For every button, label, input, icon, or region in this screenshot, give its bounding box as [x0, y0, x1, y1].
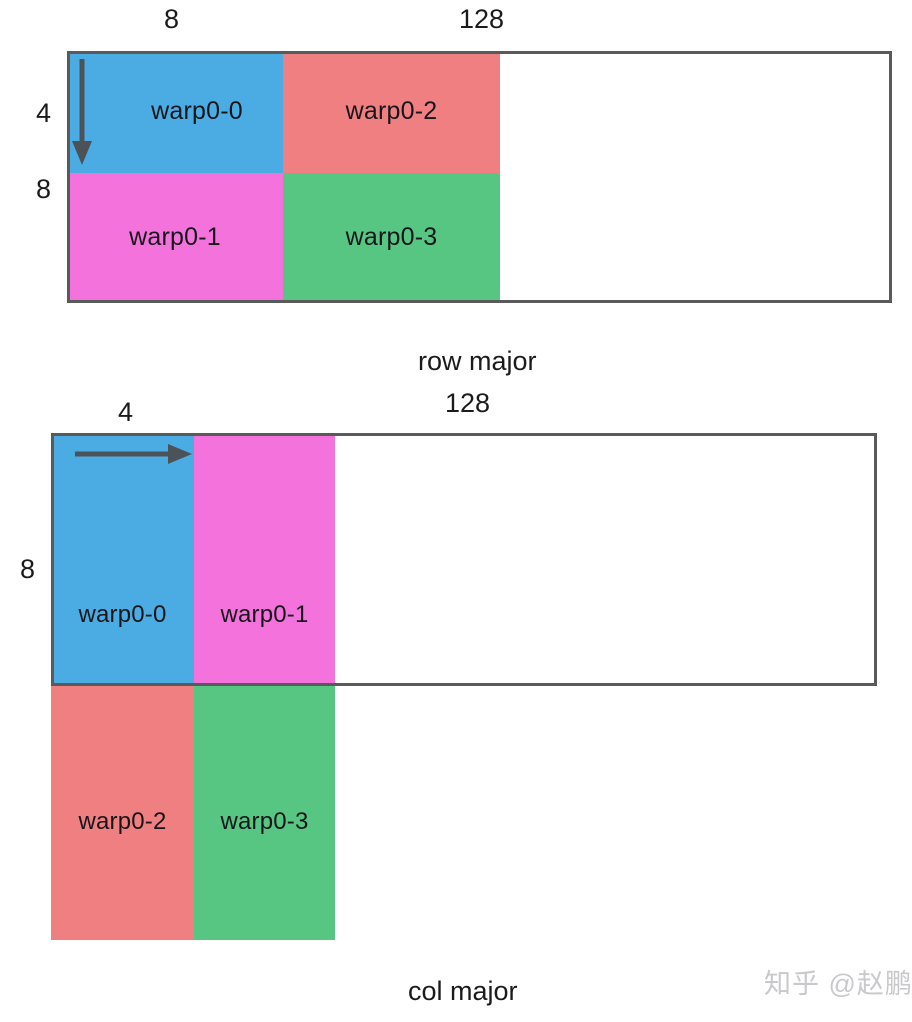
col-major-caption: col major — [408, 976, 518, 1006]
col-major-tile-width-label: 4 — [118, 397, 134, 427]
row-major-left-label-4: 4 — [36, 98, 52, 128]
cell-row-major-warp0-3[interactable]: warp0-3 — [283, 173, 500, 303]
down-arrow-icon — [72, 59, 92, 165]
cell-label: warp0-1 — [220, 600, 309, 628]
cell-col-major-warp0-1[interactable]: warp0-1 — [194, 433, 335, 686]
row-major-left-label-8: 8 — [36, 174, 52, 204]
cell-col-major-warp0-3[interactable]: warp0-3 — [194, 686, 335, 940]
col-major-total-width-label: 128 — [445, 388, 491, 418]
row-major-tile-width-label: 8 — [164, 4, 180, 34]
col-major-left-label-8: 8 — [20, 554, 36, 584]
cell-col-major-warp0-2[interactable]: warp0-2 — [51, 686, 194, 940]
cell-row-major-warp0-0[interactable]: warp0-0 — [67, 51, 283, 173]
cell-label: warp0-0 — [151, 97, 243, 126]
row-major-total-width-label: 128 — [459, 4, 505, 34]
watermark-text: 知乎 @赵鹏 — [764, 969, 912, 999]
cell-row-major-warp0-1[interactable]: warp0-1 — [67, 173, 283, 303]
row-major-caption: row major — [418, 346, 537, 376]
cell-label: warp0-1 — [129, 223, 221, 252]
cell-col-major-warp0-0[interactable]: warp0-0 — [51, 433, 194, 686]
cell-label: warp0-2 — [78, 808, 167, 835]
cell-label: warp0-2 — [345, 97, 438, 126]
cell-label: warp0-3 — [220, 808, 309, 835]
right-arrow-icon — [75, 444, 192, 464]
cell-label: warp0-0 — [78, 600, 167, 628]
cell-row-major-warp0-2[interactable]: warp0-2 — [283, 51, 500, 173]
cell-label: warp0-3 — [345, 223, 438, 252]
